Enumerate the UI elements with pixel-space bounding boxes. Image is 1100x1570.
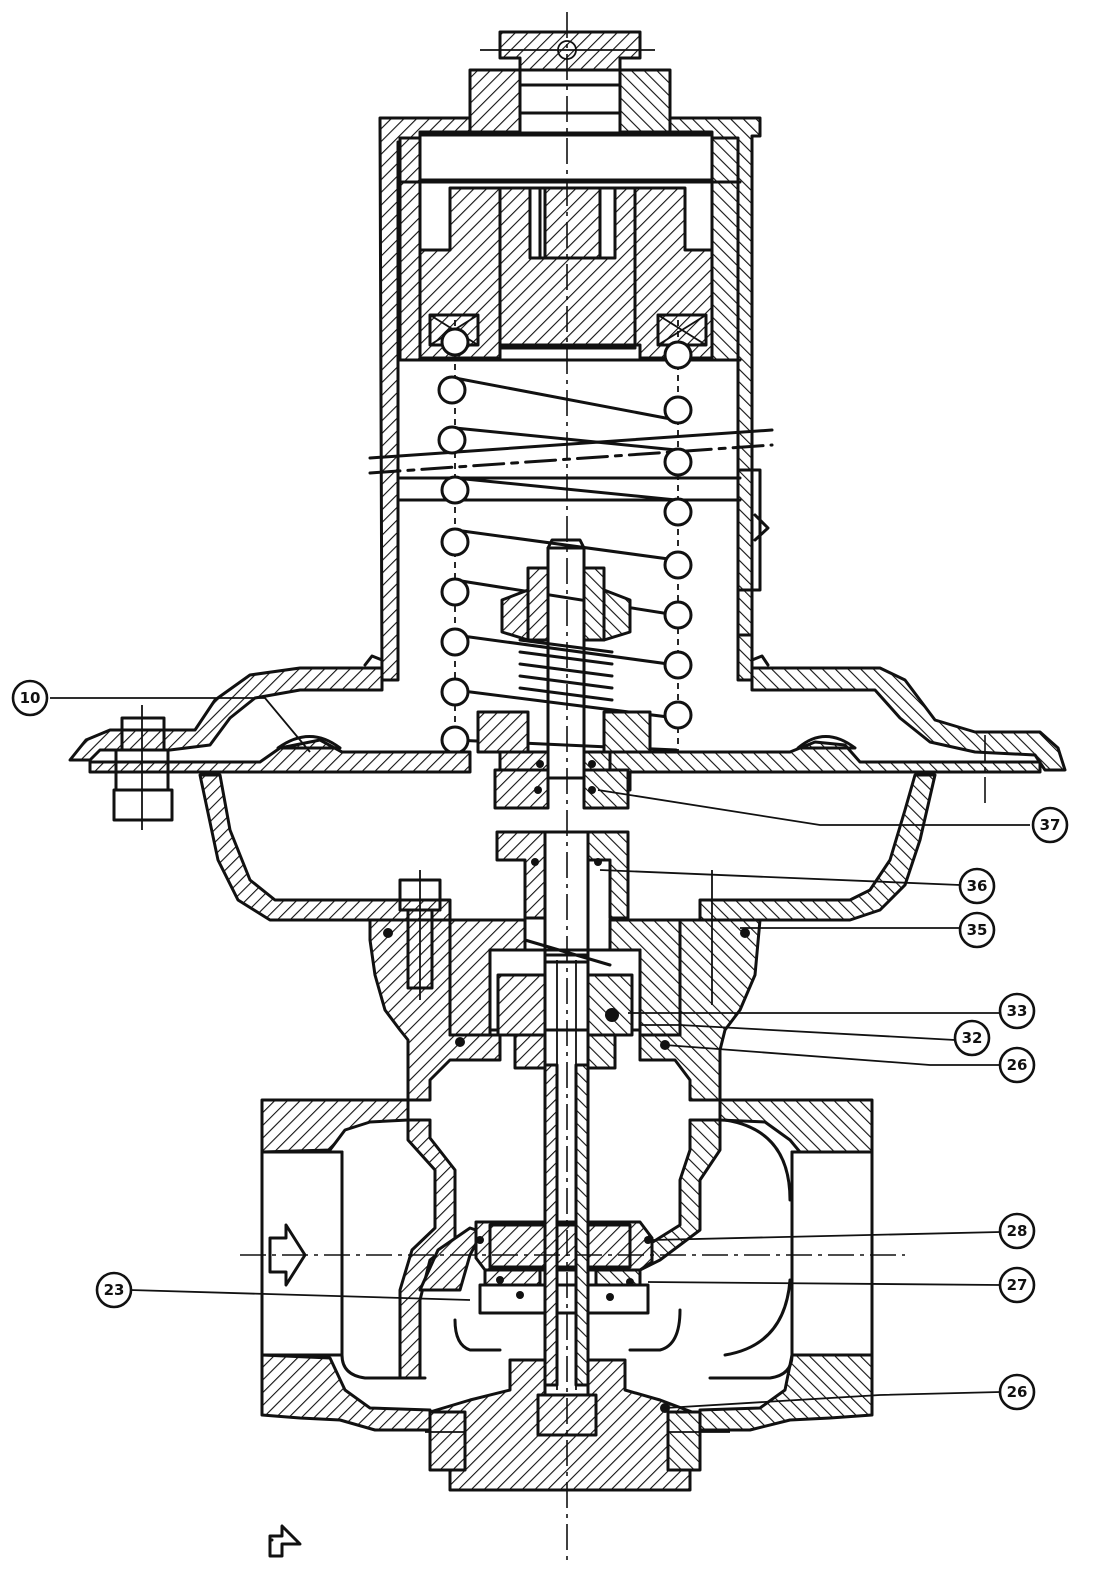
callout-27: 27: [998, 1266, 1036, 1304]
callout-23: 23: [95, 1271, 133, 1309]
top-cap: [468, 30, 672, 135]
callout-label: 36: [967, 877, 988, 895]
valve-body: [260, 870, 874, 1558]
callout-10: 10: [11, 679, 49, 717]
callout-26-upper: 26: [998, 1046, 1036, 1084]
small-spring: [518, 638, 614, 702]
callout-label: 32: [962, 1029, 983, 1047]
break-lines: [368, 428, 774, 475]
callout-label: 33: [1007, 1002, 1028, 1020]
callout-label: 27: [1007, 1276, 1028, 1294]
callout-32: 32: [953, 1019, 991, 1057]
callout-label: 10: [20, 689, 41, 707]
upper-diaphragm-casing: [68, 654, 1067, 810]
callout-label: 26: [1007, 1056, 1028, 1074]
spring-housing: [378, 116, 770, 682]
callout-33: 33: [998, 992, 1036, 1030]
leader-lines: [50, 697, 1030, 1409]
callout-label: 37: [1040, 816, 1061, 834]
callout-label: 28: [1007, 1222, 1028, 1240]
flow-direction-arrow: [268, 1223, 307, 1542]
callout-label: 26: [1007, 1383, 1028, 1401]
callout-28: 28: [998, 1212, 1036, 1250]
callout-35: 35: [958, 911, 996, 949]
left-flange-bolt: [112, 705, 174, 830]
callout-26-lower: 26: [998, 1373, 1036, 1411]
callout-37: 37: [1031, 806, 1069, 844]
stem-guide: [495, 830, 630, 964]
callout-36: 36: [958, 867, 996, 905]
callout-label: 23: [104, 1281, 125, 1299]
center-lines: [240, 12, 986, 1560]
main-spring: [437, 320, 693, 760]
callout-label: 35: [967, 921, 988, 939]
